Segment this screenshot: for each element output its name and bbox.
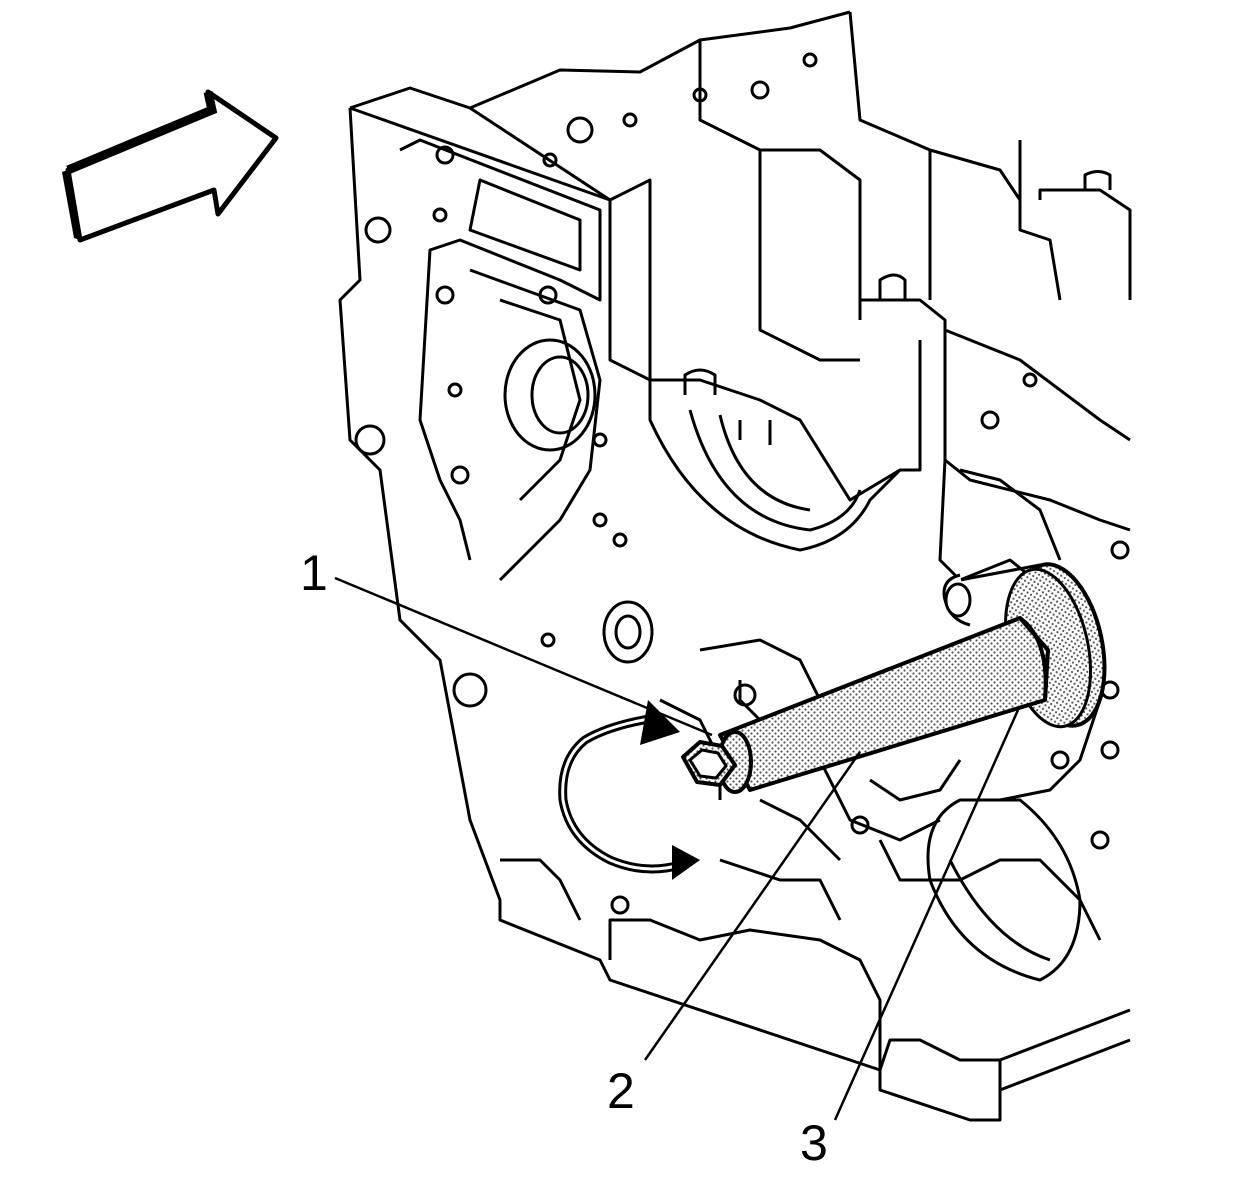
leader-3: [833, 709, 1020, 1121]
callout-3: 3: [800, 1115, 828, 1171]
view-direction-arrow-icon: [62, 89, 279, 243]
callout-leaders: [334, 576, 1020, 1121]
callout-1: 1: [300, 545, 328, 601]
callout-2: 2: [607, 1063, 635, 1119]
leader-1: [334, 576, 713, 737]
engine-block: [338, 10, 1132, 1122]
installer-bolt-hex: [681, 740, 737, 787]
clockwise-rotation-icon: [558, 700, 700, 880]
leader-2: [643, 751, 862, 1061]
